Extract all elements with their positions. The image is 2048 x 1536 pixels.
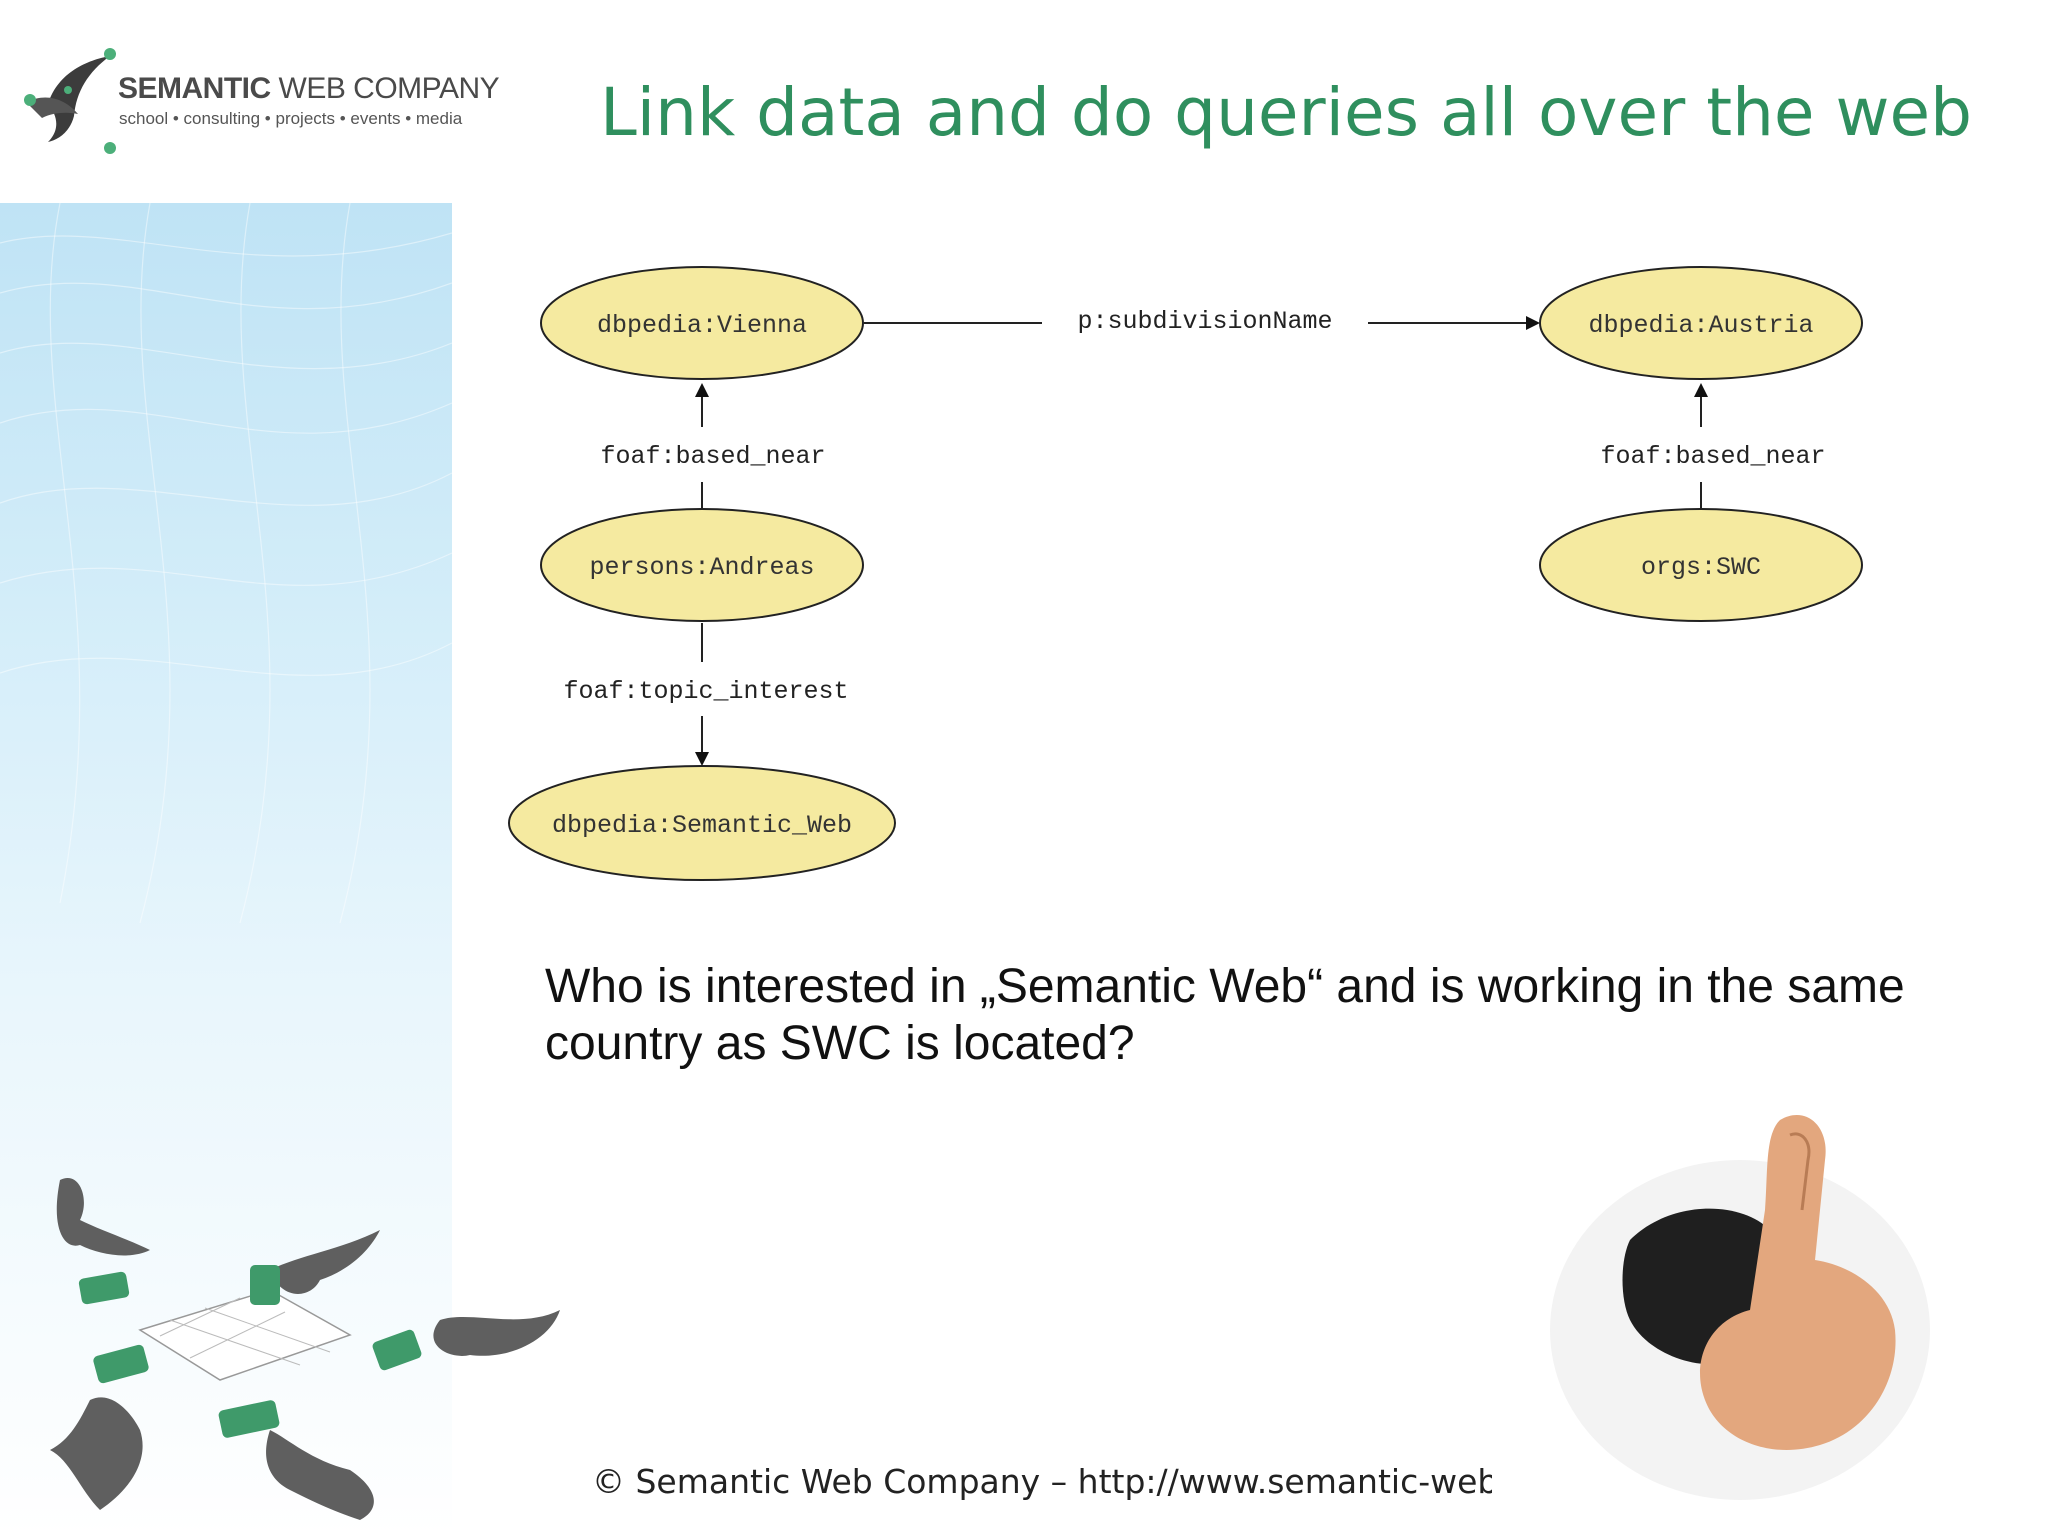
puzzle-piece-5 (218, 1400, 280, 1438)
puzzle-people-illustration (50, 1178, 560, 1520)
thumb-hand (1700, 1114, 1896, 1450)
company-tagline: school • consulting • projects • events … (119, 109, 463, 128)
query-question: Who is interested in „Semantic Web“ and … (545, 960, 1905, 1070)
node-andreas (540, 508, 864, 622)
edge-label-based-near-right: foaf:based_near (1600, 442, 1825, 471)
node-swc (1539, 508, 1863, 622)
puzzle-piece-1 (78, 1271, 130, 1305)
puzzle-piece-2 (250, 1265, 280, 1305)
person-silhouette-4 (50, 1397, 143, 1510)
node-semantic-web (508, 765, 896, 881)
node-label-austria: dbpedia:Austria (1588, 311, 1813, 340)
node-label-andreas: persons:Andreas (589, 553, 814, 582)
company-logo: SEMANTIC WEB COMPANY school • consulting… (18, 42, 500, 162)
slide-title: Link data and do queries all over the we… (600, 74, 1972, 151)
puzzle-board (138, 1289, 352, 1381)
person-silhouette-3 (433, 1310, 560, 1356)
puzzle-piece-4 (372, 1329, 422, 1371)
edge-label-topic-interest: foaf:topic_interest (563, 677, 848, 706)
person-silhouette-5 (266, 1430, 374, 1520)
node-label-vienna: dbpedia:Vienna (597, 311, 807, 340)
person-silhouette-1 (56, 1178, 150, 1256)
footer-copyright: © Semantic Web Company – http://www.sema… (592, 1462, 1492, 1501)
puzzle-piece-3 (93, 1344, 149, 1384)
node-austria (1539, 266, 1863, 380)
node-vienna (540, 266, 864, 380)
edge-label-based-near-left: foaf:based_near (600, 442, 825, 471)
node-label-semantic-web: dbpedia:Semantic_Web (552, 811, 852, 840)
node-label-swc: orgs:SWC (1641, 553, 1761, 582)
person-silhouette-2 (270, 1230, 380, 1294)
company-name: SEMANTIC WEB COMPANY (118, 72, 500, 105)
edge-label-subdivision: p:subdivisionName (1077, 307, 1332, 336)
wave-pattern (0, 203, 452, 924)
logo-mark-icon (24, 48, 116, 154)
thumbs-up-illustration (1550, 1114, 1930, 1500)
